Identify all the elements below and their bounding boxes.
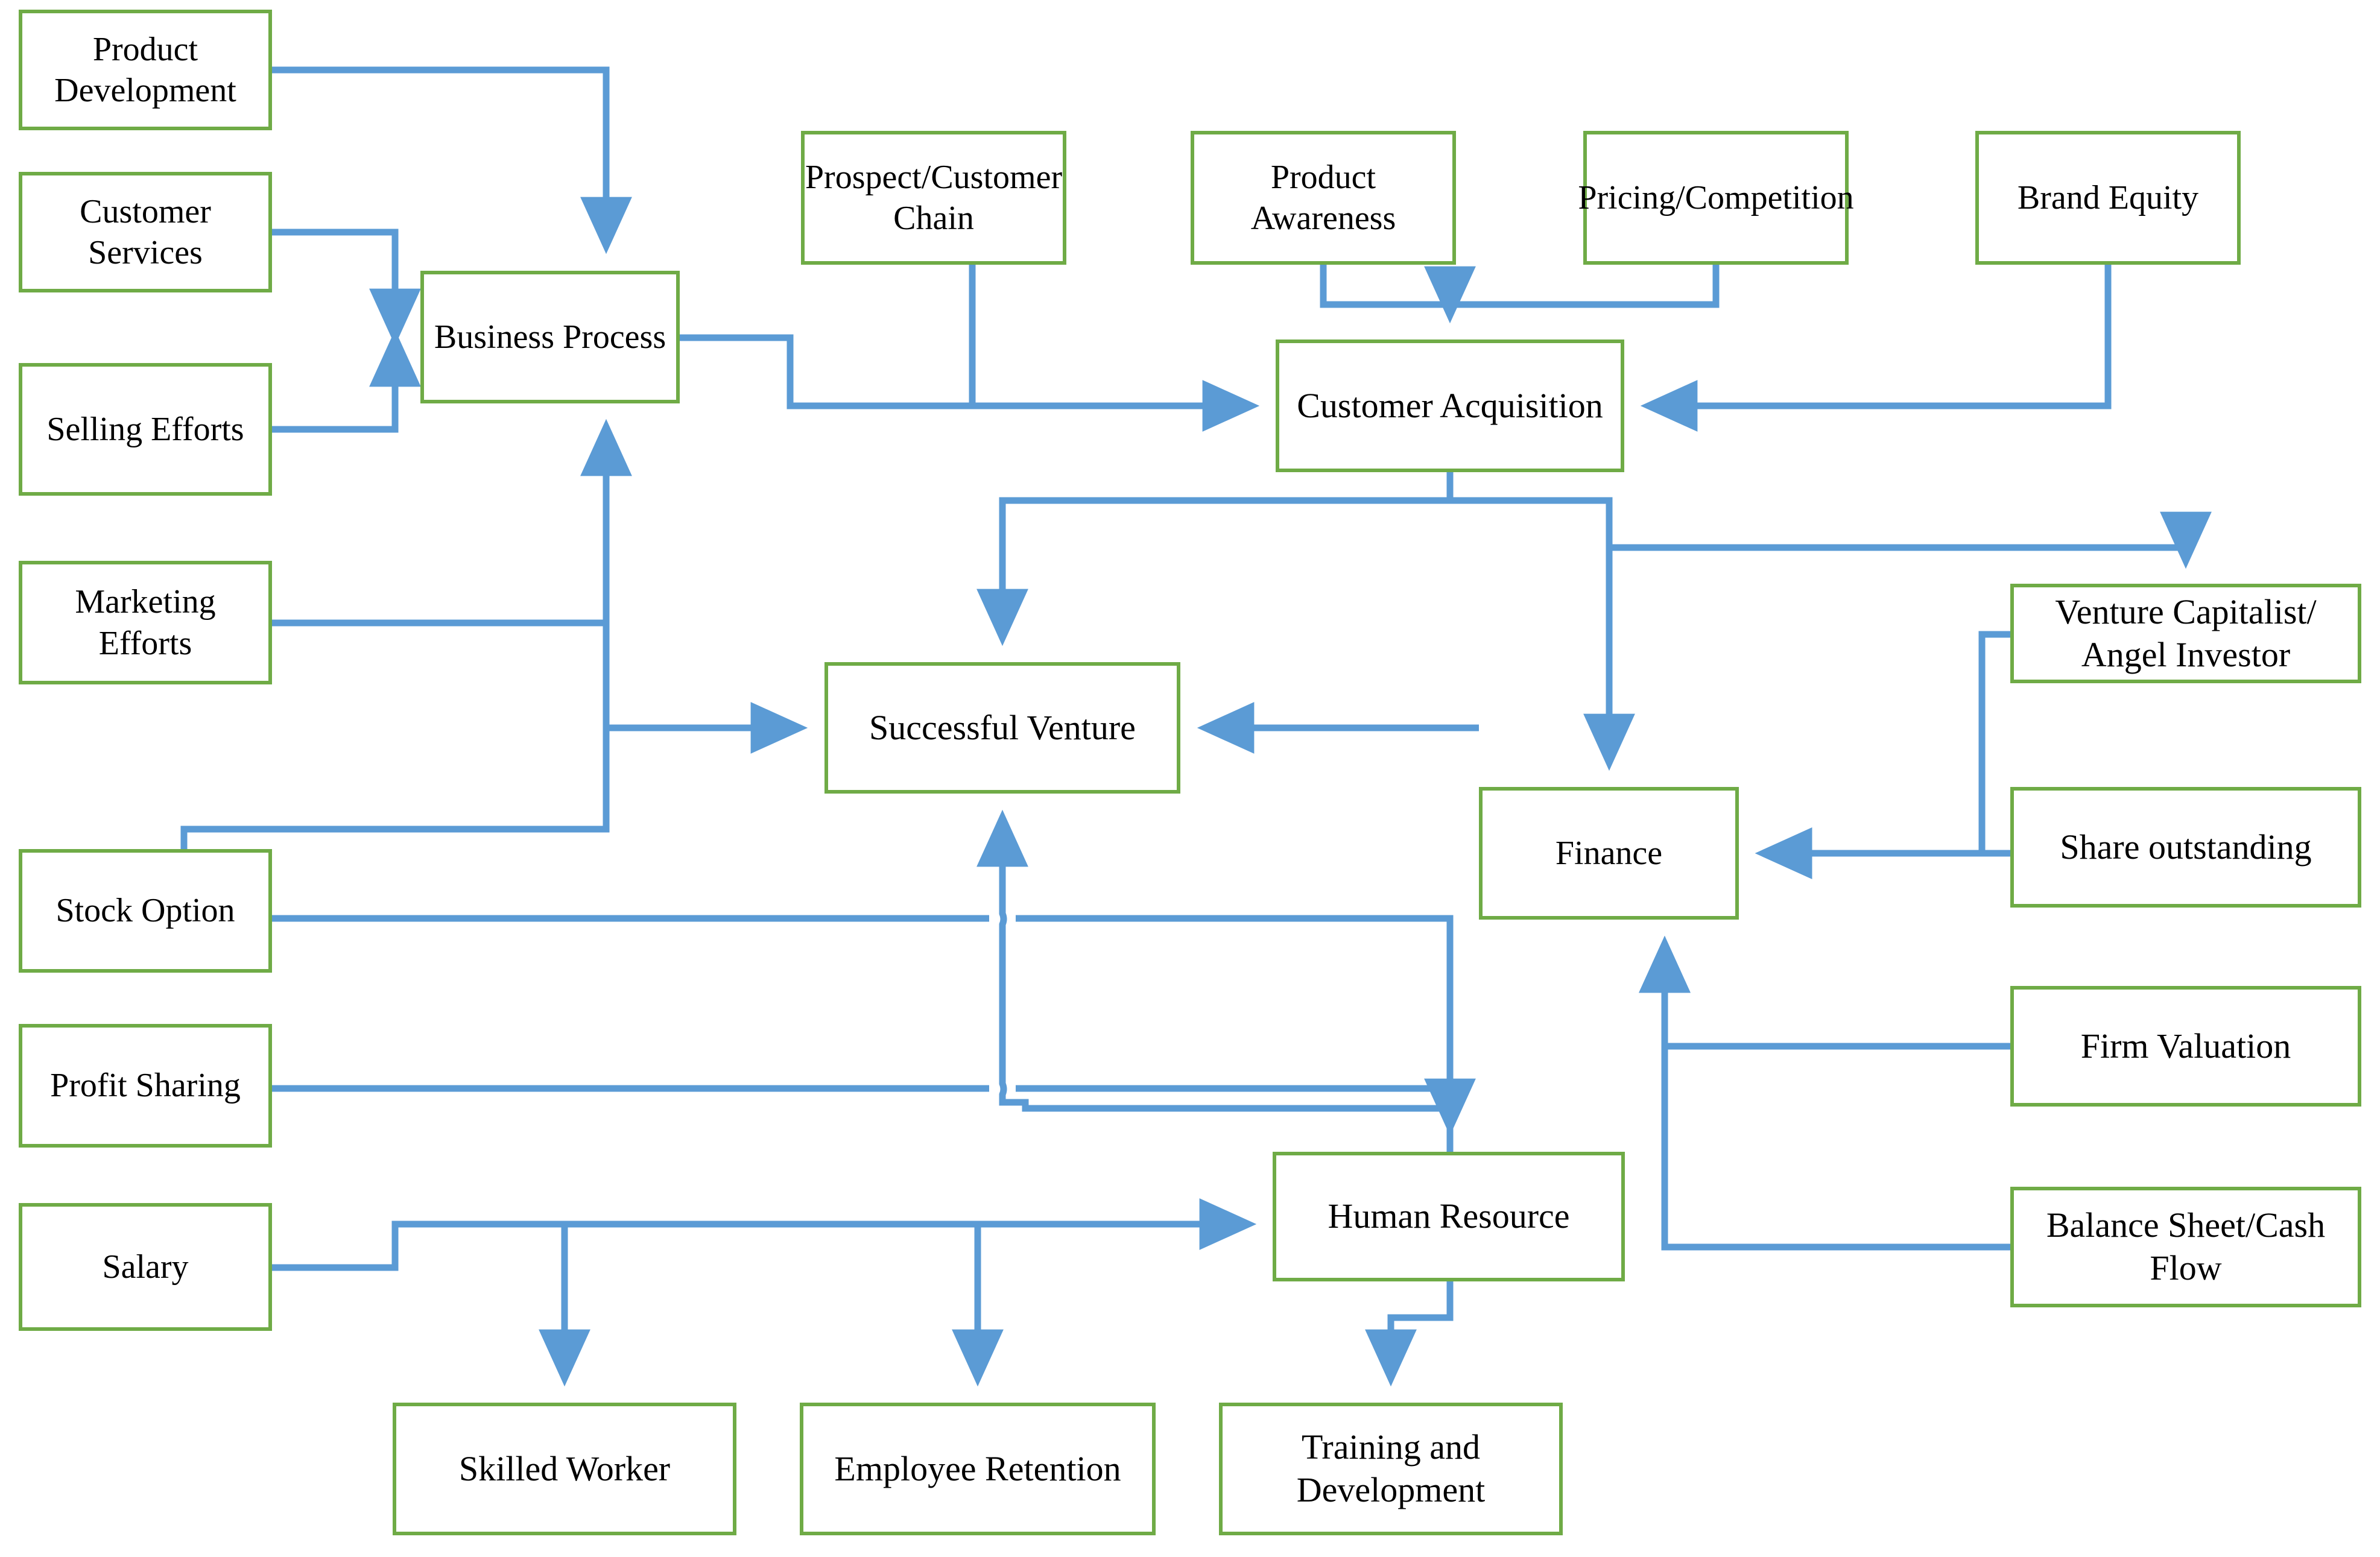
node-label: Share outstanding (2060, 827, 2312, 867)
node-prospect_customer_chain[interactable]: Prospect/Customer Chain (801, 131, 1066, 265)
edge-firm-valuation-finance (1639, 935, 2010, 1050)
node-label: Employee Retention (834, 1448, 1121, 1488)
edge-human-resource-successful-venture (976, 809, 1454, 1152)
node-label: Product Development (54, 30, 236, 109)
node-pricing_competition[interactable]: Pricing/Competition (1578, 131, 1854, 265)
node-venture_capitalist[interactable]: Venture Capitalist/ Angel Investor (2010, 584, 2361, 683)
node-stock_option[interactable]: Stock Option (19, 849, 272, 973)
node-finance[interactable]: Finance (1479, 787, 1739, 920)
node-brand_equity[interactable]: Brand Equity (1975, 131, 2241, 265)
node-customer_acquisition[interactable]: Customer Acquisition (1276, 340, 1624, 472)
node-label: Balance Sheet/Cash Flow (2046, 1205, 2326, 1287)
edge-customer-acquisition-finance (1450, 497, 1635, 771)
node-label: Marketing Efforts (75, 583, 216, 662)
edge-human-resource-training-development (1365, 1281, 1454, 1387)
edge-selling-efforts-business-process (272, 329, 421, 433)
node-label: Venture Capitalist/ Angel Investor (2055, 592, 2317, 674)
node-label: Salary (102, 1248, 189, 1286)
edge-product-development-business-process (272, 66, 632, 254)
node-selling_efforts[interactable]: Selling Efforts (19, 363, 272, 496)
node-successful_venture[interactable]: Successful Venture (824, 662, 1180, 794)
edge-customer-services-business-process (272, 229, 421, 346)
node-label: Customer Acquisition (1297, 385, 1603, 425)
node-label: Stock Option (55, 892, 235, 930)
node-label: Brand Equity (2017, 178, 2199, 216)
edge-salary-human-resource (272, 1198, 1257, 1271)
node-skilled_worker[interactable]: Skilled Worker (393, 1403, 736, 1535)
node-marketing_efforts[interactable]: Marketing Efforts (19, 561, 272, 684)
node-label: Skilled Worker (458, 1448, 671, 1488)
node-label: Prospect/Customer Chain (805, 158, 1063, 237)
node-label: Profit Sharing (50, 1067, 241, 1105)
edge-balance-sheet-finance (1639, 935, 2010, 1251)
node-product_development[interactable]: Product Development (19, 10, 272, 130)
node-label: Selling Efforts (46, 410, 244, 448)
edge-product-awareness-customer-acquisition (1320, 265, 1476, 324)
node-label: Pricing/Competition (1578, 178, 1854, 216)
node-label: Firm Valuation (2080, 1026, 2291, 1066)
node-label: Training and Development (1296, 1427, 1486, 1509)
node-salary[interactable]: Salary (19, 1203, 272, 1331)
edge-stock-option-business-process (180, 418, 632, 849)
node-label: Business Process (434, 318, 666, 356)
edge-marketing-efforts-successful-venture (272, 619, 808, 754)
edge-pricing-competition-customer-acquisition (1450, 265, 1720, 308)
edge-customer-acquisition-successful-venture (976, 472, 1454, 646)
node-label: Finance (1555, 834, 1663, 872)
edge-business-process-customer-acquisition (680, 334, 1260, 432)
node-label: Customer Services (80, 192, 211, 271)
node-label: Product Awareness (1250, 158, 1396, 237)
node-business_process[interactable]: Business Process (420, 271, 680, 403)
node-balance_sheet_cash_flow[interactable]: Balance Sheet/Cash Flow (2010, 1187, 2361, 1307)
node-product_awareness[interactable]: Product Awareness (1191, 131, 1456, 265)
node-employee_retention[interactable]: Employee Retention (800, 1403, 1156, 1535)
node-share_outstanding[interactable]: Share outstanding (2010, 787, 2361, 908)
node-label: Successful Venture (869, 707, 1136, 747)
edge-venture-capitalist-finance (1755, 631, 2010, 879)
node-customer_services[interactable]: Customer Services (19, 172, 272, 292)
edge-stock-option-human-resource (272, 915, 1450, 1128)
node-profit_sharing[interactable]: Profit Sharing (19, 1024, 272, 1148)
node-label: Human Resource (1328, 1196, 1570, 1236)
edge-customer-acquisition-venture-capitalist (1609, 511, 2212, 569)
node-training_development[interactable]: Training and Development (1219, 1403, 1563, 1535)
node-human_resource[interactable]: Human Resource (1273, 1152, 1625, 1281)
edge-brand-equity-customer-acquisition (1640, 265, 2112, 432)
node-firm_valuation[interactable]: Firm Valuation (2010, 986, 2361, 1107)
